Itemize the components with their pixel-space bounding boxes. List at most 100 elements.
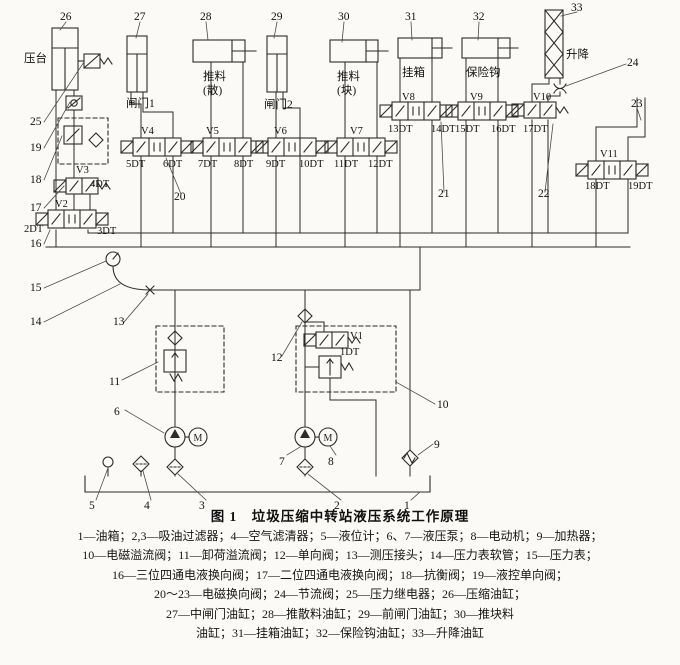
level-gauge-5 bbox=[102, 456, 114, 468]
label-lift: 升降 bbox=[566, 49, 589, 61]
test-coupling-13 bbox=[145, 285, 155, 295]
motor-label-8: M bbox=[324, 433, 333, 444]
label-v7: V7 bbox=[350, 126, 363, 137]
callout-5: 5 bbox=[89, 500, 95, 512]
callout-12: 12 bbox=[271, 352, 283, 364]
label-dt2: 2DT bbox=[24, 224, 44, 235]
label-compress: 压台 bbox=[24, 53, 47, 65]
lift-cylinder-33 bbox=[544, 9, 564, 79]
callout-8: 8 bbox=[328, 456, 334, 468]
label-dt12: 12DT bbox=[368, 159, 393, 170]
label-gate1: 闸门1 bbox=[126, 98, 155, 110]
label-dt1: 1DT bbox=[340, 347, 360, 358]
legend-line-1: 1—油箱；2,3—吸油过滤器；4—空气滤清器；5—液位计；6、7—液压泵；8—电… bbox=[77, 529, 603, 543]
callout-33: 33 bbox=[571, 2, 583, 14]
callout-25: 25 bbox=[30, 116, 42, 128]
callout-27: 27 bbox=[134, 11, 146, 23]
callout-31: 31 bbox=[405, 11, 417, 23]
label-dt17: 17DT bbox=[523, 124, 548, 135]
pressure-gauge-15 bbox=[105, 251, 121, 267]
label-v3: V3 bbox=[76, 165, 89, 176]
front-gate-cylinder-29 bbox=[266, 35, 288, 93]
suction-filter-3 bbox=[166, 458, 184, 476]
valve-v6 bbox=[255, 137, 329, 157]
callout-13: 13 bbox=[113, 316, 125, 328]
motor-left bbox=[184, 427, 208, 447]
pump-7 bbox=[294, 426, 316, 448]
pressure-switch-25 bbox=[77, 53, 113, 69]
label-gate2: 闸门2 bbox=[264, 99, 293, 111]
callout-16: 16 bbox=[30, 238, 42, 250]
callout-9: 9 bbox=[434, 439, 440, 451]
label-dt11: 11DT bbox=[334, 159, 359, 170]
safety-hook-cylinder-32 bbox=[461, 37, 519, 59]
label-dt4: 4DT bbox=[90, 179, 110, 190]
pump-6 bbox=[164, 426, 186, 448]
valve-v7 bbox=[324, 137, 398, 157]
legend-line-2: 10—电磁溢流阀；11—卸荷溢流阀；12—单向阀；13—测压接头；14—压力表软… bbox=[82, 548, 598, 563]
label-safety-hook: 保险钩 bbox=[466, 67, 501, 79]
valve-v9 bbox=[445, 101, 519, 121]
callout-7: 7 bbox=[279, 456, 285, 468]
callout-23: 23 bbox=[631, 98, 643, 110]
suction-filter-2 bbox=[296, 458, 314, 476]
callout-10: 10 bbox=[437, 399, 449, 411]
label-push-block-1: 推料 bbox=[337, 71, 360, 83]
callout-32: 32 bbox=[473, 11, 485, 23]
callout-15: 15 bbox=[30, 282, 42, 294]
callout-24: 24 bbox=[627, 57, 639, 69]
figure-legend: 1—油箱；2,3—吸油过滤器；4—空气滤清器；5—液位计；6、7—液压泵；8—电… bbox=[0, 527, 680, 643]
callout-3: 3 bbox=[199, 500, 205, 512]
label-v6: V6 bbox=[274, 126, 287, 137]
callout-4: 4 bbox=[144, 500, 150, 512]
unload-relief-box-11 bbox=[155, 325, 225, 393]
callout-17: 17 bbox=[30, 202, 42, 214]
heater-9 bbox=[401, 449, 419, 467]
compress-cylinder-26 bbox=[51, 27, 79, 91]
motor-8 bbox=[314, 427, 338, 447]
callout-20: 20 bbox=[174, 191, 186, 203]
label-v1: V1 bbox=[350, 331, 363, 342]
label-dt3: 3DT bbox=[97, 226, 117, 237]
label-dt14: 14DT bbox=[431, 124, 456, 135]
callout-18: 18 bbox=[30, 174, 42, 186]
label-dt10: 10DT bbox=[299, 159, 324, 170]
valve-v11 bbox=[575, 160, 649, 180]
valve-v10 bbox=[511, 101, 569, 119]
check-valve-12 bbox=[297, 308, 313, 324]
manifold-lines bbox=[45, 119, 631, 248]
label-v2: V2 bbox=[55, 199, 68, 210]
figure-caption: 图 1 垃圾压缩中转站液压系统工作原理 bbox=[210, 509, 470, 524]
motor-label-left: M bbox=[194, 433, 203, 444]
label-v10: V10 bbox=[533, 92, 552, 103]
solenoid-relief-box-10 bbox=[295, 325, 397, 393]
label-dt15: 15DT bbox=[455, 124, 480, 135]
hang-box-cylinder-31 bbox=[397, 37, 453, 59]
label-dt13: 13DT bbox=[388, 124, 413, 135]
push-block-cylinder-30 bbox=[329, 39, 389, 63]
legend-line-3: 16—三位四通电液换向阀；17—二位四通电液换向阀；18—抗衡阀；19—液控单向… bbox=[111, 567, 568, 582]
label-v11: V11 bbox=[600, 149, 618, 160]
leader-lines bbox=[43, 11, 642, 501]
label-dt6: 6DT bbox=[163, 159, 183, 170]
callout-2: 2 bbox=[334, 500, 340, 512]
mid-gate-cylinder-27 bbox=[126, 35, 148, 93]
callout-1: 1 bbox=[404, 500, 410, 512]
callout-21: 21 bbox=[438, 188, 450, 200]
label-v9: V9 bbox=[470, 92, 483, 103]
label-v5: V5 bbox=[206, 126, 219, 137]
throttle-valve-24 bbox=[553, 83, 567, 94]
callout-28: 28 bbox=[200, 11, 212, 23]
valve-v4 bbox=[120, 137, 194, 157]
label-dt8: 8DT bbox=[234, 159, 254, 170]
callout-22: 22 bbox=[538, 188, 550, 200]
callout-30: 30 bbox=[338, 11, 350, 23]
label-dt18: 18DT bbox=[585, 181, 610, 192]
push-loose-cylinder-28 bbox=[192, 39, 257, 63]
valve-v8 bbox=[379, 101, 453, 121]
counterbalance-box-18 bbox=[57, 117, 109, 165]
legend-line-5: 27—中闸门油缸；28—推散料油缸；29—前闸门油缸；30—推块料 bbox=[165, 606, 514, 621]
label-dt9: 9DT bbox=[266, 159, 286, 170]
